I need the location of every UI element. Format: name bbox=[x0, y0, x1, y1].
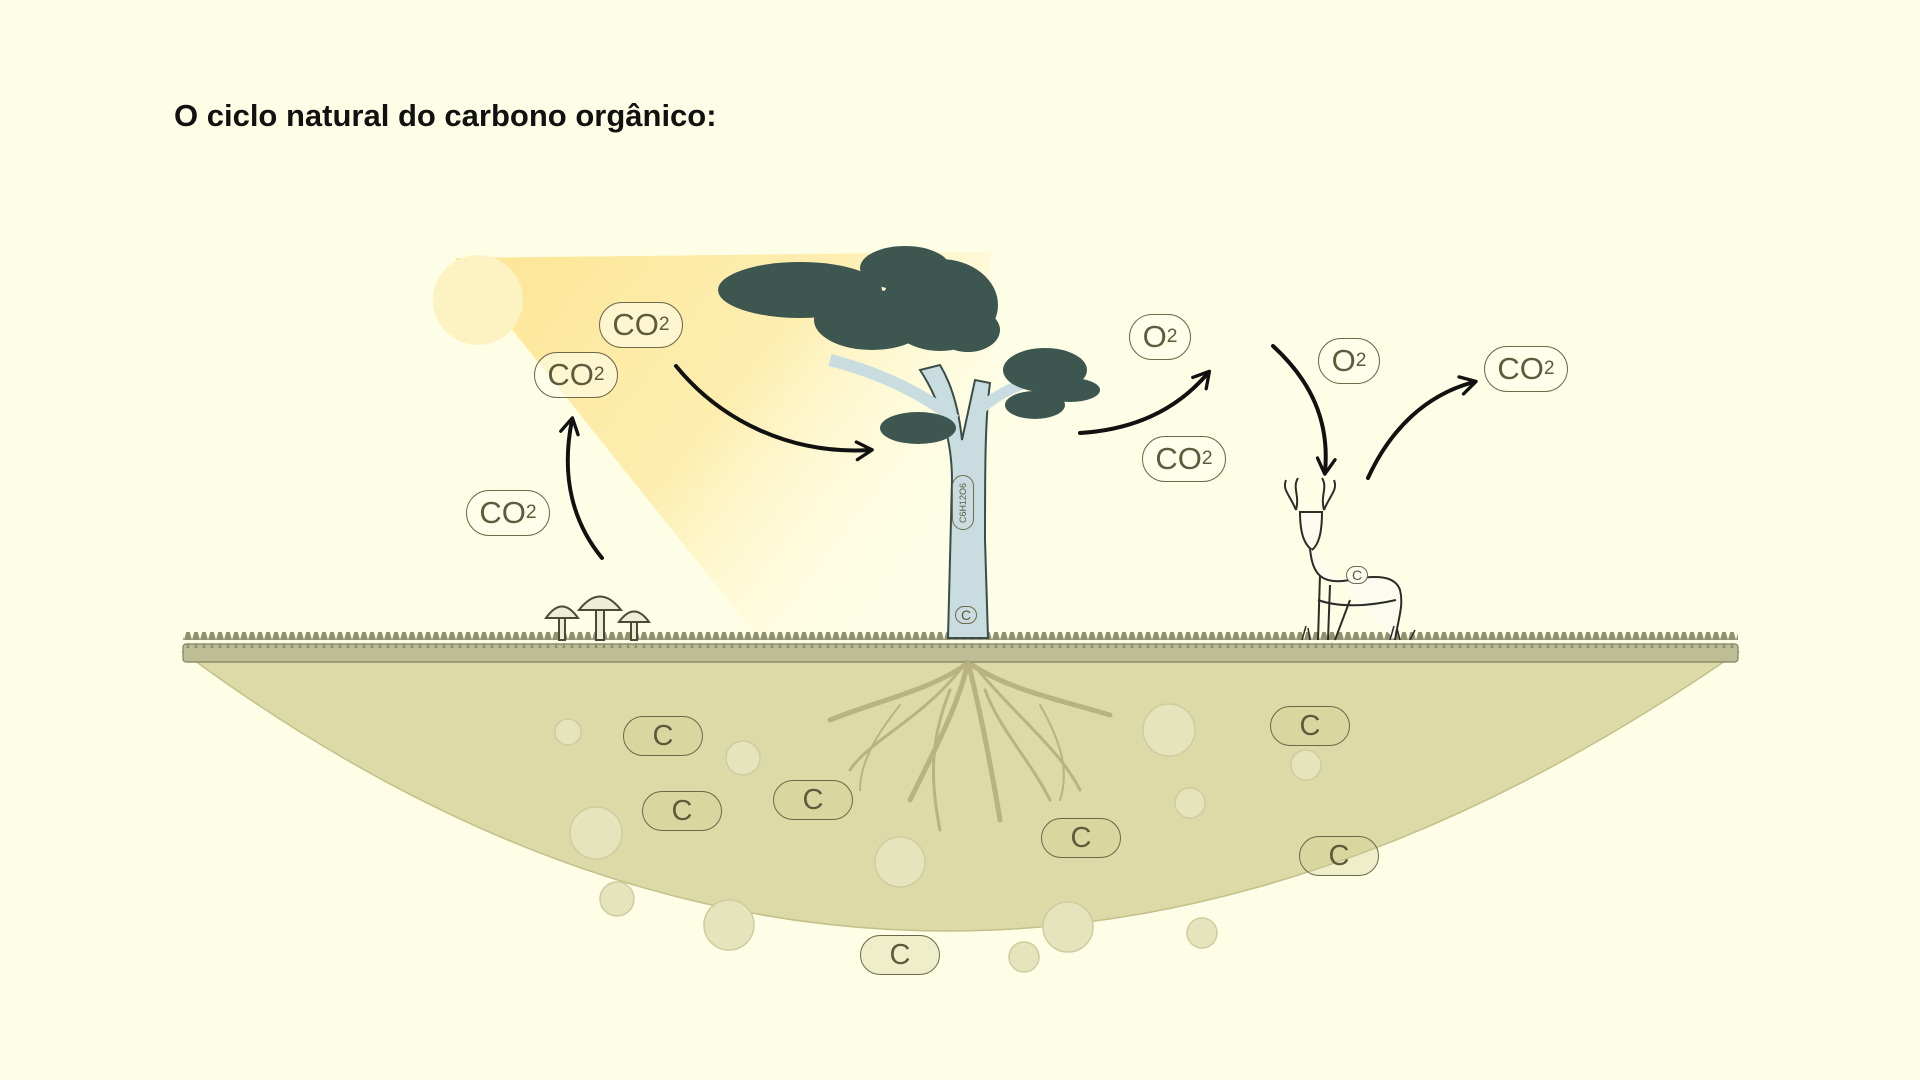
arrow-fungi-up bbox=[559, 416, 604, 560]
grass bbox=[183, 632, 1738, 648]
soil-carbon: C bbox=[1299, 836, 1379, 876]
soil-carbon: C bbox=[623, 716, 703, 756]
deer-icon bbox=[1284, 477, 1403, 641]
arrow-to-tree bbox=[674, 364, 874, 462]
soil-carbon: C bbox=[1041, 818, 1121, 858]
soil-carbon: C bbox=[642, 791, 722, 831]
diagram-title: O ciclo natural do carbono orgânico: bbox=[174, 98, 717, 133]
arrow-to-deer bbox=[1271, 344, 1337, 476]
grass-tuft bbox=[1301, 625, 1416, 641]
soil-carbon: C bbox=[1270, 706, 1350, 746]
carbon-deer-tag: C bbox=[1346, 566, 1368, 584]
carbon-trunk-tag: C bbox=[955, 606, 977, 624]
soil-carbon: C bbox=[773, 780, 853, 820]
mushroom-icon bbox=[544, 595, 651, 641]
arrow-tree-out bbox=[1078, 369, 1212, 435]
glucose-tag: C6H12O6 bbox=[952, 475, 974, 530]
microbe-icon bbox=[554, 703, 1322, 973]
tree-icon bbox=[718, 246, 1100, 639]
arrow-icon bbox=[559, 344, 1478, 560]
soil-carbon: C bbox=[860, 935, 940, 975]
roots-icon bbox=[827, 659, 1113, 832]
arrow-deer-out bbox=[1366, 375, 1478, 480]
